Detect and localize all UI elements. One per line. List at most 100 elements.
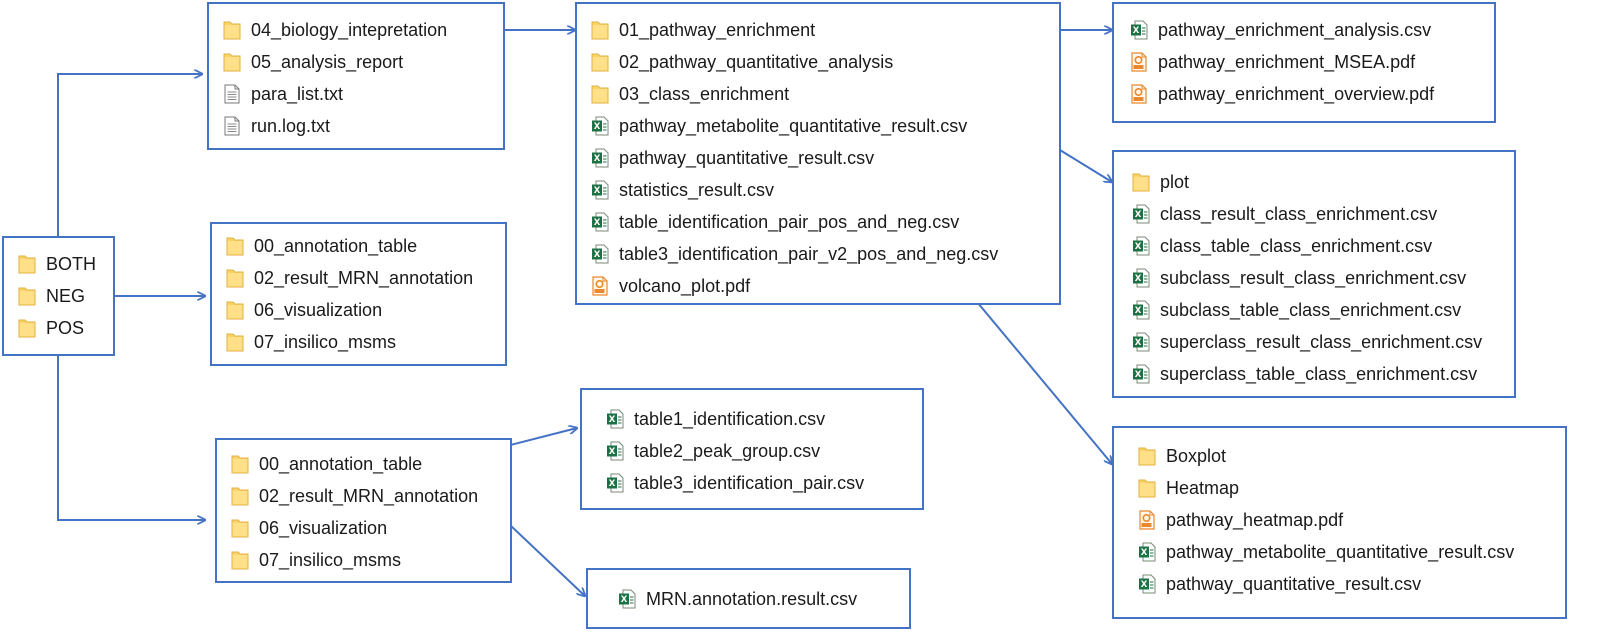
folder-icon: [1138, 446, 1156, 466]
item-label: 01_pathway_enrichment: [619, 20, 816, 40]
folder-item[interactable]: 01_pathway_enrichment: [591, 14, 998, 46]
file-item[interactable]: volcano_plot.pdf: [591, 270, 998, 302]
file-item[interactable]: para_list.txt: [223, 78, 447, 110]
folder-icon: [591, 84, 609, 104]
svg-text:X: X: [594, 186, 601, 196]
folder-icon: [231, 550, 249, 570]
folder-item[interactable]: 00_annotation_table: [231, 448, 478, 480]
folder-item[interactable]: 02_pathway_quantitative_analysis: [591, 46, 998, 78]
item-label: subclass_result_class_enrichment.csv: [1160, 268, 1467, 288]
item-label: 02_pathway_quantitative_analysis: [619, 52, 894, 72]
folder-icon: [226, 300, 244, 320]
folder-item[interactable]: 07_insilico_msms: [231, 544, 478, 576]
folder-item[interactable]: 03_class_enrichment: [591, 78, 998, 110]
excel-icon: X: [1130, 20, 1148, 40]
pos-folder-box: 00_annotation_table 02_result_MRN_annotat…: [215, 438, 512, 583]
svg-text:X: X: [594, 218, 601, 228]
file-item[interactable]: pathway_enrichment_MSEA.pdf: [1130, 46, 1434, 78]
connector-root-to-both: [57, 74, 202, 236]
folder-item[interactable]: 02_result_MRN_annotation: [231, 480, 478, 512]
item-label: pathway_metabolite_quantitative_result.c…: [1166, 542, 1515, 562]
item-label: table_identification_pair_pos_and_neg.cs…: [619, 212, 960, 232]
folder-item[interactable]: Heatmap: [1138, 472, 1514, 504]
item-label: 04_biology_intepretation: [251, 20, 448, 40]
folder-item[interactable]: 04_biology_intepretation: [223, 14, 447, 46]
pdf-icon: [591, 276, 609, 296]
folder-icon: [223, 20, 241, 40]
excel-icon: X: [618, 589, 636, 609]
folder-icon: [591, 20, 609, 40]
item-label: superclass_result_class_enrichment.csv: [1160, 332, 1483, 352]
folder-item[interactable]: 06_visualization: [231, 512, 478, 544]
svg-text:X: X: [1135, 306, 1142, 316]
folder-item[interactable]: plot: [1132, 166, 1482, 198]
pdf-icon: [1130, 84, 1148, 104]
folder-item[interactable]: 00_annotation_table: [226, 230, 473, 262]
folder-item[interactable]: BOTH: [18, 248, 96, 280]
folder-item[interactable]: 07_insilico_msms: [226, 326, 473, 358]
excel-icon: X: [1132, 268, 1150, 288]
item-label: 05_analysis_report: [251, 52, 404, 72]
item-label: 02_result_MRN_annotation: [259, 486, 479, 506]
folder-item[interactable]: 06_visualization: [226, 294, 473, 326]
folder-icon: [18, 318, 36, 338]
item-label: 00_annotation_table: [254, 236, 418, 256]
item-label: 06_visualization: [254, 300, 383, 320]
excel-icon: X: [1132, 332, 1150, 352]
folder-item[interactable]: POS: [18, 312, 96, 344]
file-item[interactable]: pathway_heatmap.pdf: [1138, 504, 1514, 536]
excel-icon: X: [1132, 236, 1150, 256]
file-item[interactable]: run.log.txt: [223, 110, 447, 142]
excel-icon: X: [591, 148, 609, 168]
svg-text:X: X: [621, 595, 628, 605]
item-label: table3_identification_pair.csv: [634, 473, 865, 493]
item-label: superclass_table_class_enrichment.csv: [1160, 364, 1478, 384]
svg-text:X: X: [609, 415, 616, 425]
item-label: 07_insilico_msms: [259, 550, 402, 570]
text-file-icon: [223, 116, 241, 136]
svg-text:X: X: [1133, 26, 1140, 36]
excel-icon: X: [591, 212, 609, 232]
excel-icon: X: [606, 409, 624, 429]
folder-item[interactable]: Boxplot: [1138, 440, 1514, 472]
folder-icon: [1132, 172, 1150, 192]
folder-item[interactable]: NEG: [18, 280, 96, 312]
excel-icon: X: [591, 180, 609, 200]
excel-icon: X: [1138, 574, 1156, 594]
svg-text:X: X: [1135, 370, 1142, 380]
item-label: pathway_enrichment_MSEA.pdf: [1158, 52, 1416, 72]
item-label: 07_insilico_msms: [254, 332, 397, 352]
svg-text:X: X: [609, 479, 616, 489]
svg-text:X: X: [594, 250, 601, 260]
item-label: BOTH: [46, 254, 97, 274]
item-label: 02_result_MRN_annotation: [254, 268, 474, 288]
item-label: plot: [1160, 172, 1190, 192]
folder-item[interactable]: 05_analysis_report: [223, 46, 447, 78]
folder-item[interactable]: 02_result_MRN_annotation: [226, 262, 473, 294]
item-label: table3_identification_pair_v2_pos_and_ne…: [619, 244, 999, 264]
file-item[interactable]: pathway_enrichment_overview.pdf: [1130, 78, 1434, 110]
excel-icon: X: [591, 244, 609, 264]
excel-icon: X: [1138, 542, 1156, 562]
